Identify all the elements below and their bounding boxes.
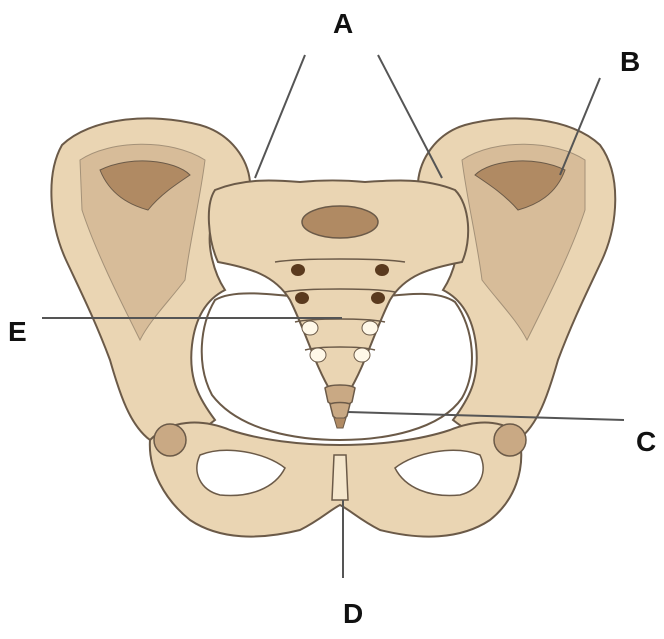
label-d: D [343,600,363,628]
label-e: E [8,318,27,346]
label-c: C [636,428,656,456]
pointer-line-a-right [378,55,442,178]
label-a: A [333,10,353,38]
pointer-line-a-left [255,55,305,178]
label-b: B [620,48,640,76]
